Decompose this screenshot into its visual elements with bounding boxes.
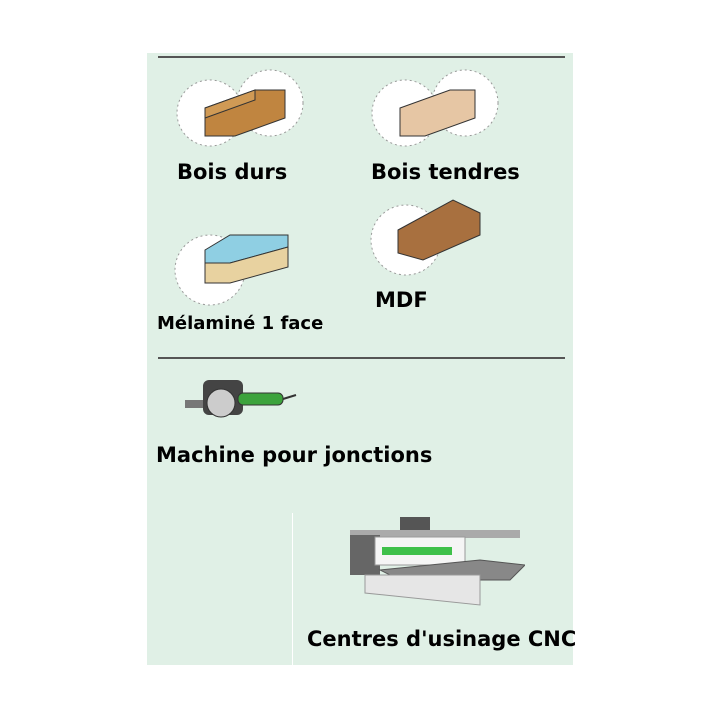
category-softwood[interactable]: Bois tendres (371, 160, 520, 184)
melamine-saw-image (174, 234, 289, 306)
divider-vertical (292, 513, 293, 665)
divider-top (158, 56, 565, 58)
divider-middle (158, 357, 565, 359)
cnc-machine-image (350, 517, 525, 606)
mdf-saw-image (370, 199, 481, 276)
category-mdf[interactable]: MDF (375, 288, 428, 312)
machine-cnc[interactable]: Centres d'usinage CNC (307, 627, 577, 651)
softwood-saw-image (371, 69, 499, 147)
machine-jointer[interactable]: Machine pour jonctions (156, 443, 433, 467)
category-melamine[interactable]: Mélaminé 1 face (157, 313, 324, 334)
category-hardwood[interactable]: Bois durs (177, 160, 288, 184)
jointer-machine-image (185, 380, 297, 418)
hardwood-saw-image (176, 69, 304, 147)
